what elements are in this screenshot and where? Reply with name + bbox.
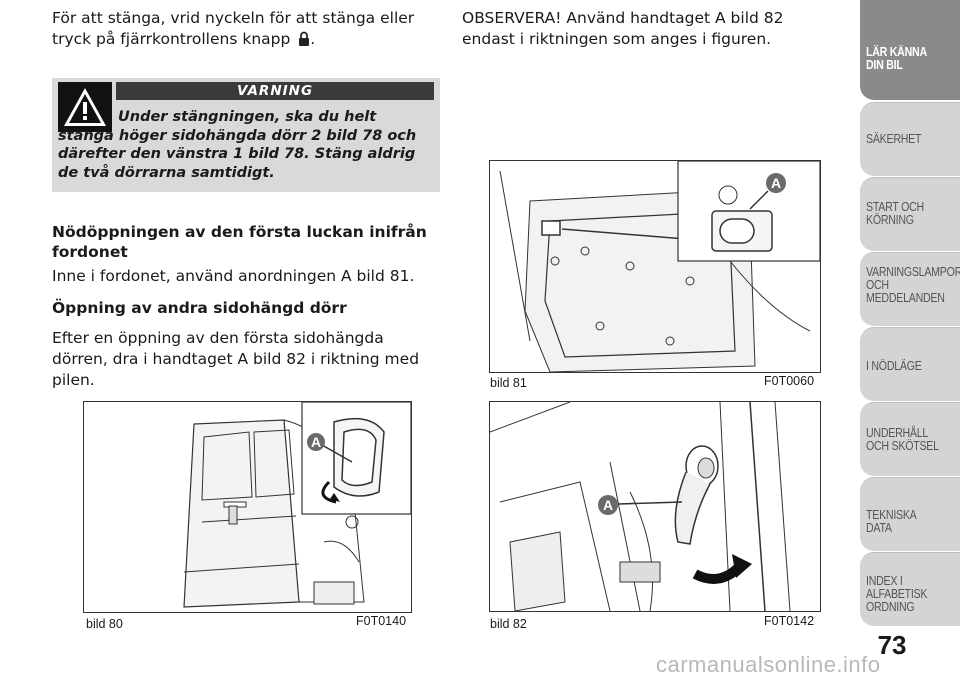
intro-end: . [310,30,316,48]
intro-text: För att stänga, vrid nyckeln för att stä… [52,9,415,48]
nav-tab-tekniska-data-label: TEKNISKA DATA [866,508,916,535]
paragraph-emergency-opening: Inne i fordonet, använd anordningen A bi… [52,267,415,285]
nav-tab-sakerhet[interactable] [860,102,960,176]
heading-emergency-opening: Nödöppningen av den första luckan inifrå… [52,223,427,261]
heading-second-door: Öppning av andra sidohängd dörr [52,299,347,317]
nav-tab-underhall[interactable] [860,402,960,476]
note-paragraph: OBSERVERA! Använd handtaget A bild 82 en… [462,9,784,48]
intro-paragraph: För att stänga, vrid nyckeln för att stä… [52,8,444,50]
fig81-callout: A [771,175,781,191]
nav-tab-underhall-label: UNDERHÅLL OCH SKÖTSEL [866,426,939,453]
fig80-label: bild 80 [86,617,123,631]
padlock-icon [299,31,310,46]
nav-tab-sakerhet-label: SÄKERHET [866,132,922,146]
warning-title: VARNING [116,82,434,100]
nav-tab-tekniska-data[interactable] [860,477,960,551]
nav-tab-index[interactable] [860,552,960,626]
nav-tab-start-korning-label: START OCH KÖRNING [866,200,924,227]
nav-tab-i-nodlage-label: I NÖDLÄGE [866,359,922,373]
nav-tab-lar-kanna[interactable] [860,0,960,100]
nav-tab-start-korning[interactable] [860,177,960,251]
page-number: 73 [877,630,907,660]
nav-tab-lar-kanna-label: LÄR KÄNNA DIN BIL [866,45,927,72]
nav-tab-i-nodlage[interactable] [860,327,960,401]
nav-tab-index-label: INDEX I ALFABETISK ORDNING [866,574,928,614]
fig82-label: bild 82 [490,617,527,631]
figure-81: A [489,160,821,373]
watermark: carmanualsonline.info [656,652,881,677]
fig81-label: bild 81 [490,376,527,390]
fig80-callout: A [311,434,321,450]
fig80-code: F0T0140 [356,614,407,628]
fig82-code: F0T0142 [764,614,815,628]
paragraph-second-door: Efter en öppning av den första sidohängd… [52,329,420,389]
warning-icon [58,82,112,132]
figure-82: A [489,401,821,612]
nav-tab-varningslampor-label: VARNINGSLAMPOR OCH MEDDELANDEN [866,265,960,305]
fig82-callout: A [603,497,613,513]
figure-80: A [83,401,412,613]
warning-text: Under stängningen, ska du helt stänga hö… [58,109,417,181]
nav-tab-varningslampor[interactable] [860,252,960,326]
fig81-code: F0T0060 [764,374,815,388]
